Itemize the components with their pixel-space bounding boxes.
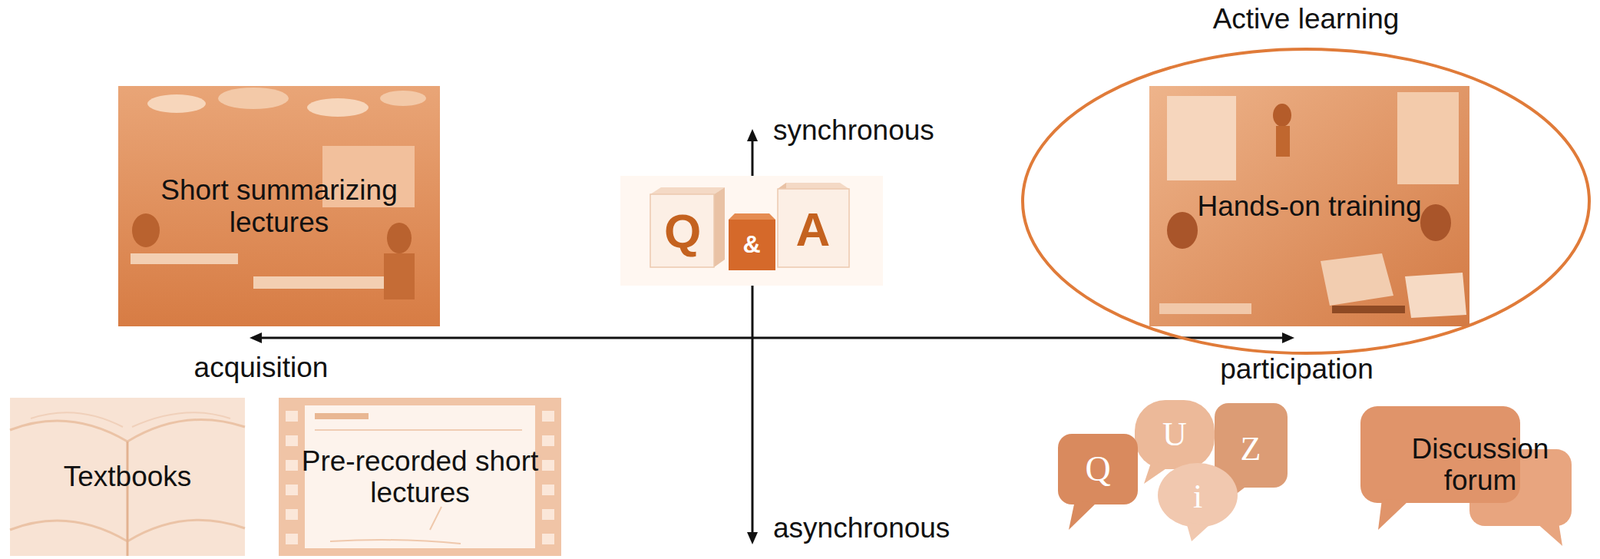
video-box: Pre-recorded short lectures	[278, 397, 562, 556]
qa-dice	[620, 175, 883, 286]
node-text: i	[1170, 473, 1225, 520]
node-text: A	[780, 198, 847, 261]
node-text: Q	[1067, 446, 1129, 493]
active-learning-region: Active learningHands-on training	[1017, 3, 1597, 361]
quiz-box: QUiZ	[1051, 395, 1294, 538]
qa-box: Q&A	[620, 175, 883, 286]
lecture-photo-box: Short summarizing lectures	[118, 85, 440, 327]
quiz-bubbles	[1057, 400, 1288, 542]
axis-label: synchronous	[773, 115, 935, 147]
discussion-box: Discussion forum	[1360, 406, 1572, 546]
node-text: Z	[1219, 426, 1282, 473]
node-text: Textbooks	[9, 397, 245, 556]
node-text: Hands-on training	[1149, 85, 1470, 327]
axis-label: participation	[1219, 353, 1374, 386]
hands-on-photo-box: Hands-on training	[1149, 85, 1470, 327]
classroom-photo	[118, 85, 440, 327]
textbook-picture	[9, 397, 245, 556]
node-text: Short summarizing lectures	[118, 85, 440, 327]
node-text: Q	[651, 201, 714, 261]
node-text: U	[1143, 411, 1206, 458]
node-text: Pre-recorded short lectures	[278, 397, 562, 556]
axis-label: asynchronous	[773, 512, 950, 545]
node-text: Active learning	[1106, 2, 1506, 37]
node-text: Discussion forum	[1379, 427, 1581, 502]
active-learning-ellipse	[1022, 49, 1590, 354]
hands-on-photo	[1149, 85, 1470, 327]
textbook-box: Textbooks	[9, 397, 245, 556]
node-text: &	[730, 225, 774, 265]
film-strip	[278, 397, 562, 556]
axis-label: acquisition	[194, 352, 329, 384]
